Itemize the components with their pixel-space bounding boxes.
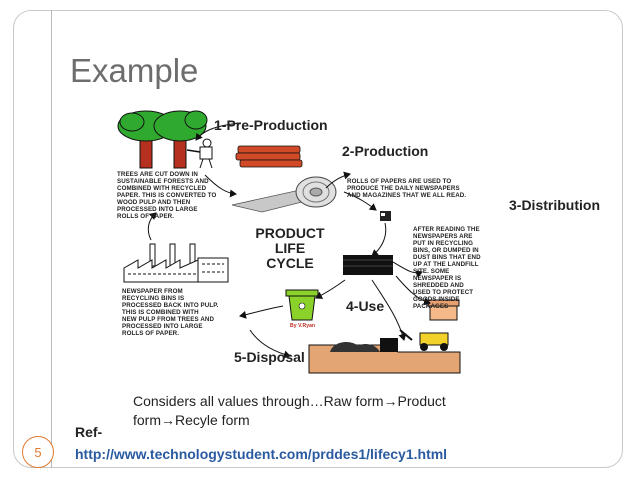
- package-illustration: [427, 299, 460, 321]
- after-reading-note: AFTER READING THE NEWSPAPERS ARE PUT IN …: [413, 226, 481, 310]
- trees-illustration: [117, 110, 213, 169]
- considers-text: Considers all values through…Raw form→Pr…: [133, 393, 446, 428]
- slide-left-rule: [51, 10, 52, 468]
- stage-label-distribution: 3-Distribution: [509, 197, 600, 213]
- recycle-bin-illustration: [285, 289, 319, 321]
- cycle-arrows: [147, 122, 431, 359]
- rolls-note: ROLLS OF PAPERS ARE USED TO PRODUCE THE …: [347, 178, 467, 199]
- slide-title: Example: [70, 52, 199, 89]
- logs-illustration: [235, 145, 303, 168]
- stage-label-disposal: 5-Disposal: [234, 349, 305, 365]
- recycling-note: NEWSPAPER FROM RECYCLING BINS IS PROCESS…: [122, 288, 219, 337]
- trees-note: TREES ARE CUT DOWN IN SUSTAINABLE FOREST…: [117, 171, 217, 220]
- slide-frame: [13, 10, 623, 468]
- product-life-cycle-label: PRODUCT LIFE CYCLE: [255, 225, 325, 271]
- newspaper-icons: [343, 211, 393, 275]
- page-number-badge: 5: [22, 436, 54, 468]
- stage-label-use: 4-Use: [346, 298, 385, 314]
- stage-label-pre-production: 1-Pre-Production: [214, 117, 328, 133]
- paper-roll-illustration: [231, 176, 337, 213]
- reference-label: Ref-: [75, 424, 103, 440]
- stage-label-production: 2-Production: [342, 143, 429, 159]
- reference-link[interactable]: http://www.technologystudent.com/prddes1…: [75, 446, 448, 462]
- landfill-illustration: [308, 329, 461, 374]
- bin-credit: By V.Ryan: [290, 323, 316, 329]
- factory-illustration: [123, 243, 229, 283]
